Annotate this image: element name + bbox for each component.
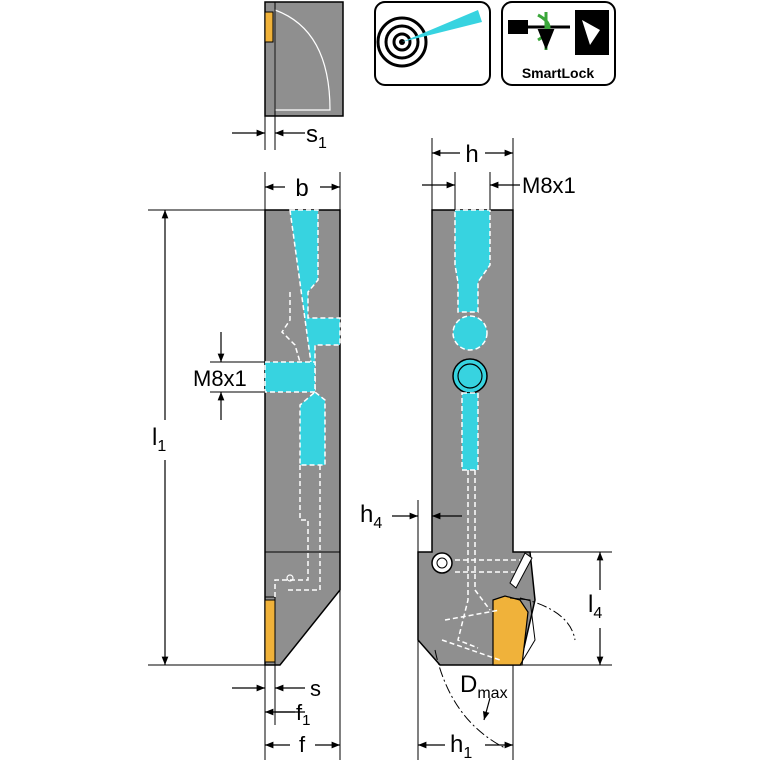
s-label: s	[310, 676, 321, 701]
h4-dimension: h4	[360, 500, 462, 552]
smartlock-icon: SmartLock	[501, 1, 616, 86]
b-label: b	[295, 175, 308, 202]
h1-label: h1	[450, 731, 472, 762]
l4-dimension: l4	[520, 551, 612, 666]
l1-label: l1	[152, 424, 166, 455]
h1-dimension: h1	[417, 640, 514, 762]
coolant-icon	[374, 1, 491, 86]
h-dimension: h	[431, 138, 514, 210]
f1-dimension: f1	[265, 700, 310, 729]
h-label: h	[465, 141, 478, 168]
dmax-circle: Dmax	[434, 597, 576, 749]
f-dimension: f	[265, 732, 340, 757]
thread-top-dimension: M8x1	[422, 172, 576, 210]
dmax-label: Dmax	[460, 671, 508, 702]
h4-label: h4	[360, 501, 382, 532]
left-view	[264, 209, 341, 666]
f1-label: f1	[296, 700, 310, 729]
l4-label: l4	[588, 591, 602, 622]
l1-dimension: l1	[148, 209, 265, 666]
smartlock-label: SmartLock	[522, 65, 595, 81]
top-view	[264, 1, 344, 117]
f-label: f	[299, 732, 306, 757]
s1-dimension: s1	[232, 116, 327, 152]
right-view	[417, 209, 536, 666]
thread-side-label: M8x1	[193, 366, 247, 391]
thread-top-label: M8x1	[522, 173, 576, 198]
b-dimension: b	[264, 172, 341, 210]
thread-side-dimension: M8x1	[193, 332, 265, 420]
s1-label: s1	[306, 121, 327, 152]
